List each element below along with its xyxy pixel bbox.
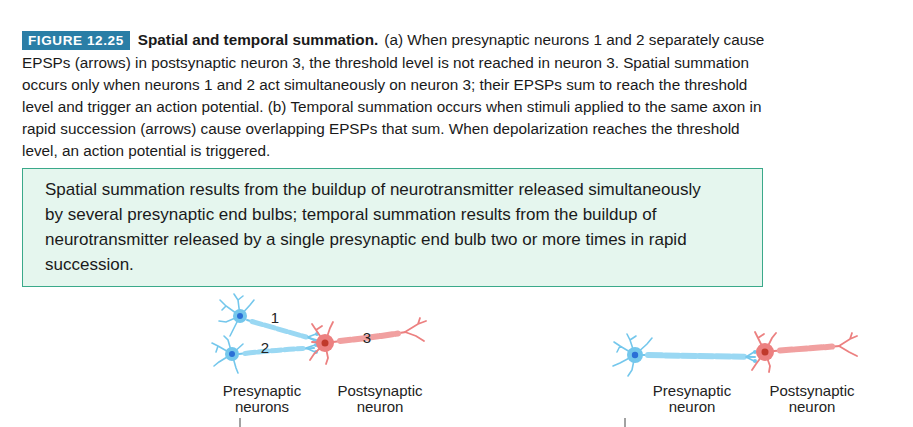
axon-terminal <box>405 318 426 341</box>
neuron-label: Presynaptic neurons <box>212 383 312 415</box>
figure-title: Spatial and temporal summation. <box>138 31 379 48</box>
panel-tick <box>240 418 241 427</box>
cell-body <box>316 334 334 352</box>
myelin-sheath <box>648 355 744 357</box>
nucleus <box>229 351 235 357</box>
nucleus <box>322 340 329 347</box>
myelin-sheath <box>245 349 303 354</box>
dendrite <box>212 336 243 373</box>
figure-number: FIGURE 12.25 <box>22 31 130 50</box>
neuron-label: Postsynaptic neuron <box>330 383 430 415</box>
postsynaptic-neuron <box>752 332 857 372</box>
nucleus <box>632 352 638 358</box>
figure-caption: (a) When presynaptic neurons 1 and 2 sep… <box>22 31 764 159</box>
axon-terminal <box>746 352 754 361</box>
axon <box>247 320 316 340</box>
neuron-label: Presynaptic neuron <box>642 383 742 415</box>
axon <box>239 348 314 354</box>
figure-caption-block: FIGURE 12.25 Spatial and temporal summati… <box>22 29 767 162</box>
axon-terminal <box>306 345 315 352</box>
panel-tick <box>625 418 626 427</box>
dendrite <box>219 294 254 336</box>
myelin-sheath <box>780 347 832 351</box>
presynaptic-neuron <box>613 334 755 376</box>
box-text: Spatial summation results from the build… <box>45 177 713 277</box>
postsynaptic-neuron <box>310 318 426 364</box>
cell-body <box>233 309 247 323</box>
cell-body <box>627 347 643 363</box>
neuron-label: Postsynaptic neuron <box>762 383 862 415</box>
callout-number: 2 <box>258 340 272 356</box>
callout-number: 3 <box>360 330 374 346</box>
axon <box>774 346 840 351</box>
dendrite <box>752 332 776 372</box>
presynaptic-neuron <box>212 336 315 373</box>
cell-body <box>756 343 774 361</box>
callout-number: 1 <box>268 310 282 326</box>
presynaptic-neuron <box>219 294 317 342</box>
nucleus <box>762 349 769 356</box>
cell-body <box>225 347 239 361</box>
dendrite <box>310 322 333 364</box>
axon <box>643 355 755 357</box>
axon-terminal <box>839 333 857 356</box>
nucleus <box>237 313 243 319</box>
key-concept-box: Spatial summation results from the build… <box>22 168 763 287</box>
